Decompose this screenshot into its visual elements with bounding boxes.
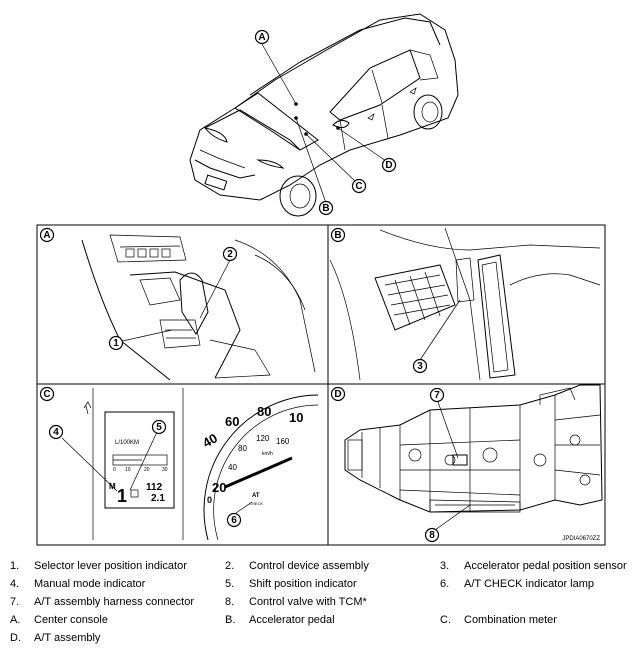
legend-text: Accelerator pedal position sensor xyxy=(464,560,627,572)
legend-text: Selector lever position indicator xyxy=(34,560,187,572)
speed-60: 60 xyxy=(225,414,239,429)
legend-num: D. xyxy=(10,632,21,644)
callout-panel-d: D xyxy=(330,386,346,402)
callout-panel-a: A xyxy=(39,227,55,243)
panel-c-combination-meter: L/100KM 0 10 20 30 M 1 112 2.1 20 40 60 … xyxy=(61,388,319,541)
legend-num: A. xyxy=(10,614,21,626)
legend-num: 7. xyxy=(10,596,20,608)
callout-c-top: C xyxy=(351,178,367,194)
callout-4-text: 4 xyxy=(53,427,59,438)
odometer-2: 2.1 xyxy=(151,493,165,504)
multi-display xyxy=(104,411,175,509)
panel-c-label: C xyxy=(43,389,50,400)
callout-b-top: B xyxy=(318,200,334,216)
callout-a-top: A xyxy=(254,29,270,45)
kmh-0: 0 xyxy=(207,495,212,505)
legend-num: 8. xyxy=(225,596,235,608)
legend-text: Control valve with TCM* xyxy=(249,596,367,608)
callout-5: 5 xyxy=(151,419,167,435)
callout-d-top-text: D xyxy=(385,160,392,171)
gear-indicator: 1 xyxy=(117,486,127,506)
legend-text: Manual mode indicator xyxy=(34,578,146,590)
legend-text: A/T assembly harness connector xyxy=(34,596,194,608)
unit-label: L/100KM xyxy=(115,440,139,446)
legend-text: Center console xyxy=(34,614,108,626)
panel-grid-frame xyxy=(36,224,606,546)
callout-8-text: 8 xyxy=(429,530,435,541)
scale-30: 30 xyxy=(162,467,168,473)
odometer-1: 112 xyxy=(146,482,163,493)
callout-panel-c: C xyxy=(39,386,55,402)
figure-code: JPDIA0670ZZ xyxy=(562,536,600,542)
callout-7-text: 7 xyxy=(434,390,440,401)
kmh-unit: km/h xyxy=(262,451,273,457)
speed-needle xyxy=(224,456,293,489)
legend-num: 6. xyxy=(440,578,450,590)
callout-5-text: 5 xyxy=(156,422,162,433)
callout-8: 8 xyxy=(424,527,440,543)
legend-text: Shift position indicator xyxy=(249,578,357,590)
callout-1-text: 1 xyxy=(113,338,119,349)
panel-a-center-console xyxy=(81,234,316,381)
legend-num: 2. xyxy=(225,560,235,572)
kmh-120: 120 xyxy=(256,434,270,443)
car-illustration xyxy=(189,13,459,217)
callout-2: 2 xyxy=(222,246,238,262)
panel-b-label: B xyxy=(334,230,341,241)
callout-6-text: 6 xyxy=(231,515,237,526)
legend-num: 4. xyxy=(10,578,20,590)
legend-num: 5. xyxy=(225,578,235,590)
callout-b-top-text: B xyxy=(322,203,329,214)
callout-7: 7 xyxy=(429,387,445,403)
callout-4: 4 xyxy=(48,424,64,440)
scale-0: 0 xyxy=(113,467,116,473)
panel-a-label: A xyxy=(43,230,50,241)
speed-80: 80 xyxy=(257,404,271,419)
callout-2-text: 2 xyxy=(227,249,233,260)
kmh-80: 80 xyxy=(238,444,247,453)
at-label: AT xyxy=(252,493,260,499)
speed-20: 20 xyxy=(212,480,226,495)
callout-panel-b: B xyxy=(330,227,346,243)
at-check-label: CHECK xyxy=(249,501,263,506)
callout-1: 1 xyxy=(108,335,124,351)
panel-b-accelerator-pedal xyxy=(329,227,601,381)
kmh-40: 40 xyxy=(228,463,237,472)
legend-text: Accelerator pedal xyxy=(249,614,335,626)
legend-text: Control device assembly xyxy=(249,560,369,572)
legend-text: Combination meter xyxy=(464,614,557,626)
callout-6: 6 xyxy=(226,512,242,528)
seatbelt-icon xyxy=(83,401,92,415)
panel-d-label: D xyxy=(334,389,341,400)
callout-3: 3 xyxy=(412,358,428,374)
panel-d-at-assembly xyxy=(344,384,603,531)
harness-connector xyxy=(452,454,468,466)
speed-40: 40 xyxy=(200,430,220,450)
legend-text: A/T assembly xyxy=(34,632,101,644)
legend-num: 3. xyxy=(440,560,450,572)
legend-num: B. xyxy=(225,614,236,626)
scale-20: 20 xyxy=(144,467,150,473)
diagram-figure: A B C D A 2 1 B 3 xyxy=(36,13,606,546)
speed-100: 10 xyxy=(289,410,303,425)
callout-3-text: 3 xyxy=(417,361,423,372)
legend-num: C. xyxy=(440,614,451,626)
callout-c-top-text: C xyxy=(355,181,362,192)
callout-d-top: D xyxy=(381,157,397,173)
legend-text: A/T CHECK indicator lamp xyxy=(464,578,595,590)
legend: 1. Selector lever position indicator 2. Co… xyxy=(0,556,642,648)
kmh-160: 160 xyxy=(276,437,290,446)
callout-a-top-text: A xyxy=(258,32,265,43)
scale-10: 10 xyxy=(125,467,131,473)
legend-num: 1. xyxy=(10,560,20,572)
